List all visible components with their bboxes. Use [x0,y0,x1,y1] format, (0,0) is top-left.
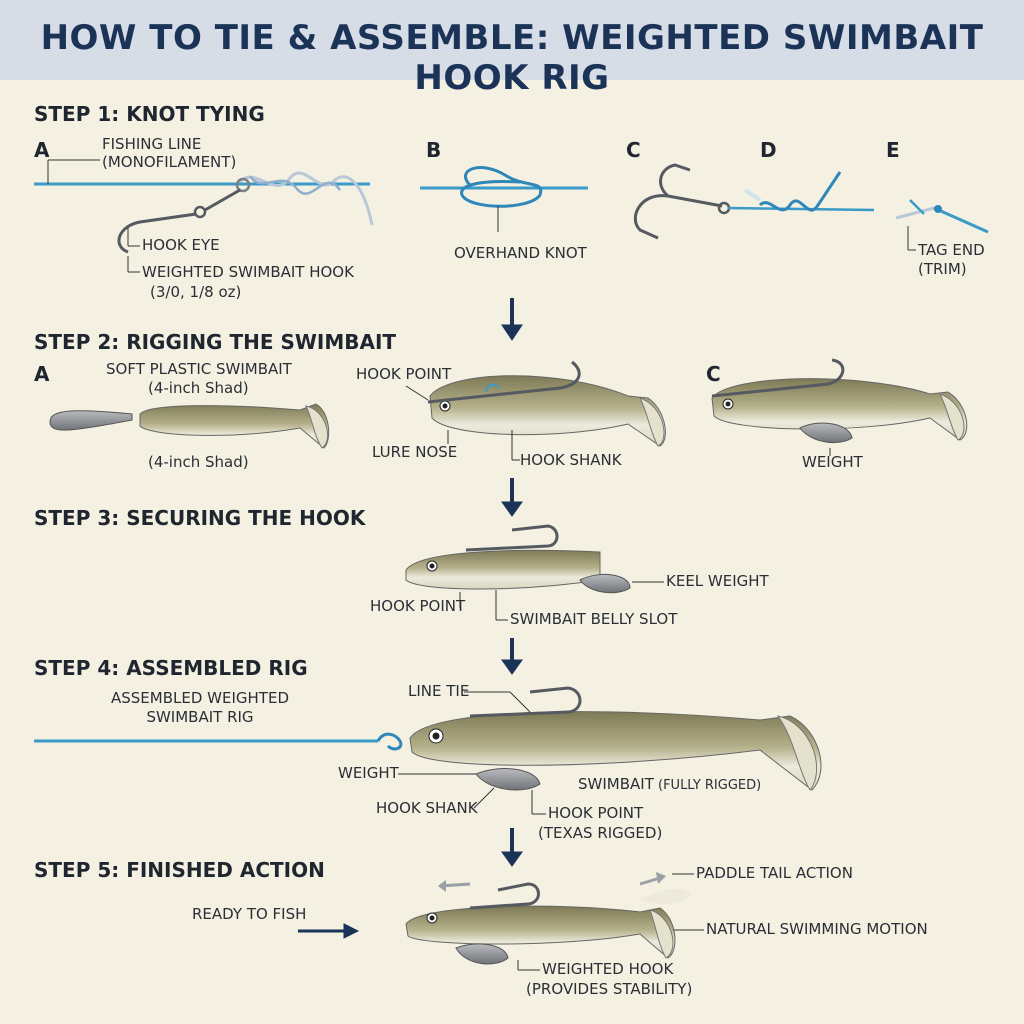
paddle-tail-label: PADDLE TAIL ACTION [696,864,853,882]
flow-arrows [298,298,523,939]
monofilament-label: (MONOFILAMENT) [102,153,237,171]
ready-to-fish-label: READY TO FISH [192,905,307,923]
step1-heading: STEP 1: KNOT TYING [34,102,265,126]
step1-b-overhand-knot [420,166,588,232]
hook-shank-label: HOOK SHANK [520,451,622,469]
stability-label: (PROVIDES STABILITY) [526,980,693,998]
weighted-hook-label: WEIGHTED SWIMBAIT HOOK [142,263,354,281]
step3-heading: STEP 3: SECURING THE HOOK [34,506,366,530]
soft-plastic-label: SOFT PLASTIC SWIMBAIT [106,360,292,378]
tag-end-label: TAG END [918,241,985,259]
trim-label: (TRIM) [918,260,967,278]
texas-rigged-label: (TEXAS RIGGED) [538,824,663,842]
swimbait-label: SWIMBAIT [578,775,654,793]
step2-b-hook-threaded [405,360,666,461]
step1-a-knot-drawing [34,159,374,273]
step4-hook-shank-label: HOOK SHANK [376,799,478,817]
assembled-rig-label-2: SWIMBAIT RIG [146,708,254,726]
step1-letter-a: A [34,138,50,162]
swimming-motion-label: NATURAL SWIMMING MOTION [706,920,928,938]
step4-heading: STEP 4: ASSEMBLED RIG [34,656,308,680]
bait-size-label: (4-inch Shad) [148,379,249,397]
step5-heading: STEP 5: FINISHED ACTION [34,858,325,882]
step5-finished-action [405,872,704,971]
step2-a-parts [49,403,330,449]
fishing-line-label: FISHING LINE [102,135,202,153]
step1-letter-e: E [886,138,900,162]
step2-letter-a: A [34,362,50,386]
lure-nose-label: LURE NOSE [372,443,458,461]
hook-point-label: HOOK POINT [356,365,452,383]
overhand-knot-label: OVERHAND KNOT [454,244,587,262]
keel-weight-label: KEEL WEIGHT [666,572,769,590]
belly-slot-label: SWIMBAIT BELLY SLOT [510,610,678,628]
line-tie-label: LINE TIE [408,682,470,700]
step3-hook-point-label: HOOK POINT [370,597,466,615]
title-banner [0,0,1024,80]
step4-weight-label: WEIGHT [338,764,399,782]
weighted-hook-label-5: WEIGHTED HOOK [542,960,674,978]
step1-letter-c: C [626,138,641,162]
step1-letter-b: B [426,138,442,162]
step2-c-weighted [711,358,968,456]
hook-size-label: (3/0, 1/8 oz) [150,283,242,301]
step2-heading: STEP 2: RIGGING THE SWIMBAIT [34,330,397,354]
fully-rigged-label: (FULLY RIGGED) [658,778,762,793]
step1-letter-d: D [760,138,777,162]
assembled-rig-label: ASSEMBLED WEIGHTED [111,689,289,707]
bait-size-label-2: (4-inch Shad) [148,453,249,471]
step3-secured-hook [405,524,664,621]
page-title: HOW TO TIE & ASSEMBLE: WEIGHTED SWIMBAIT… [40,18,984,98]
step4-assembled-rig [34,686,822,815]
weight-label: WEIGHT [802,453,863,471]
step2-letter-c: C [706,362,721,386]
step1-e-tag-end [895,199,989,251]
step1-cd-hook-knot [633,163,875,240]
step4-hook-point-label: HOOK POINT [548,804,644,822]
hook-eye-label: HOOK EYE [142,236,220,254]
